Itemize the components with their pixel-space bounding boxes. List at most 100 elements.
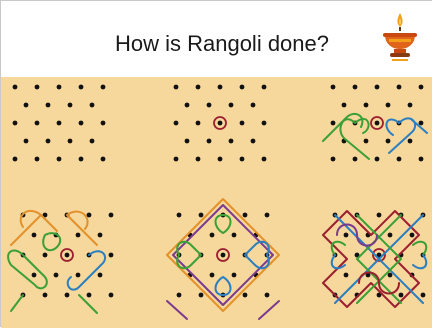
rangoli-dot	[89, 138, 95, 144]
center-dot-ring	[216, 248, 230, 262]
rangoli-dot	[97, 272, 103, 278]
rangoli-dot	[195, 120, 201, 126]
green-loop-curve	[330, 240, 428, 256]
rangoli-dot	[42, 252, 48, 258]
rangoli-dot	[184, 102, 190, 108]
rangoli-dot	[330, 156, 336, 162]
rangoli-dot	[67, 102, 73, 108]
rangoli-dot	[86, 212, 92, 218]
rangoli-dot	[376, 212, 382, 218]
rangoli-dot	[34, 84, 40, 90]
rangoli-dot	[387, 272, 393, 278]
rangoli-dot	[100, 84, 106, 90]
rangoli-dot	[45, 102, 51, 108]
rangoli-dot	[31, 272, 37, 278]
rangoli-dot	[352, 156, 358, 162]
rangoli-dot	[409, 232, 415, 238]
rangoli-dot	[75, 232, 81, 238]
rangoli-dot	[64, 252, 70, 258]
rangoli-dot	[261, 156, 267, 162]
rangoli-dot	[53, 272, 59, 278]
rangoli-dot	[374, 156, 380, 162]
orange-loop-curve	[66, 210, 98, 246]
rangoli-dot	[387, 232, 393, 238]
rangoli-dot	[56, 156, 62, 162]
slide-title: How is Rangoli done?	[114, 31, 330, 56]
rangoli-dot	[385, 138, 391, 144]
rangoli-dot	[418, 120, 424, 126]
rangoli-dot	[231, 272, 237, 278]
green-loop-curve	[42, 232, 62, 252]
rangoli-dot	[173, 156, 179, 162]
blue-cross-curve	[334, 214, 424, 304]
blue-loop-curve	[330, 254, 428, 270]
rangoli-dot	[231, 232, 237, 238]
rangoli-dot	[78, 156, 84, 162]
rangoli-dot	[374, 120, 380, 126]
green-cross-curve	[356, 214, 402, 304]
rangoli-dot	[396, 84, 402, 90]
rangoli-dot	[89, 102, 95, 108]
rangoli-dot	[86, 292, 92, 298]
rangoli-dot	[56, 120, 62, 126]
blue-loop-curve	[214, 276, 232, 296]
rangoli-dot	[195, 84, 201, 90]
rangoli-dot	[176, 212, 182, 218]
blue-loop-curve	[66, 250, 107, 291]
green-loop-curve	[176, 240, 202, 270]
rangoli-dot	[198, 292, 204, 298]
rangoli-dot	[242, 212, 248, 218]
rangoli-dot	[78, 120, 84, 126]
rangoli-dot	[261, 120, 267, 126]
green-loop-curve	[214, 214, 232, 234]
rangoli-dot	[228, 138, 234, 144]
orange-diamond-curve	[166, 198, 280, 312]
rangoli-dot	[184, 138, 190, 144]
rangoli-dot	[42, 292, 48, 298]
rangoli-dot	[176, 292, 182, 298]
green-loop-curve	[7, 249, 48, 290]
rangoli-dot	[108, 252, 114, 258]
rangoli-dot	[396, 156, 402, 162]
rangoli-dot	[363, 138, 369, 144]
rangoli-dot	[374, 84, 380, 90]
rangoli-dot	[12, 156, 18, 162]
rangoli-dot	[34, 156, 40, 162]
rangoli-dot	[418, 156, 424, 162]
green-loop-curve	[339, 117, 370, 160]
rangoli-dot	[354, 252, 360, 258]
center-dot-ring	[213, 116, 227, 130]
rangoli-dot	[78, 84, 84, 90]
rangoli-dot	[100, 120, 106, 126]
rangoli-dot	[341, 102, 347, 108]
rangoli-dot	[206, 138, 212, 144]
rangoli-dot	[67, 138, 73, 144]
center-dot-ring	[370, 116, 384, 130]
purple-diamond-curve	[172, 204, 274, 306]
interlaced-curve	[358, 271, 400, 295]
rangoli-dot	[56, 84, 62, 90]
rangoli-dot	[97, 232, 103, 238]
rangoli-dot	[31, 232, 37, 238]
rangoli-dot	[34, 120, 40, 126]
rangoli-dot	[42, 212, 48, 218]
rangoli-dot	[407, 138, 413, 144]
rangoli-dot	[45, 138, 51, 144]
rangoli-dot	[330, 120, 336, 126]
rangoli-dot	[228, 102, 234, 108]
rangoli-dot	[217, 84, 223, 90]
rangoli-dot	[239, 156, 245, 162]
rangoli-dot	[75, 272, 81, 278]
rangoli-diagram	[7, 84, 428, 320]
rangoli-dot	[250, 138, 256, 144]
rangoli-dot	[220, 252, 226, 258]
rangoli-dot	[264, 292, 270, 298]
rangoli-dot	[12, 120, 18, 126]
center-dot-ring	[372, 248, 386, 262]
rangoli-dot	[352, 84, 358, 90]
rangoli-dot	[365, 272, 371, 278]
rangoli-dot	[173, 120, 179, 126]
rangoli-dot	[363, 102, 369, 108]
rangoli-dot	[108, 212, 114, 218]
interlaced-curve	[336, 223, 378, 247]
